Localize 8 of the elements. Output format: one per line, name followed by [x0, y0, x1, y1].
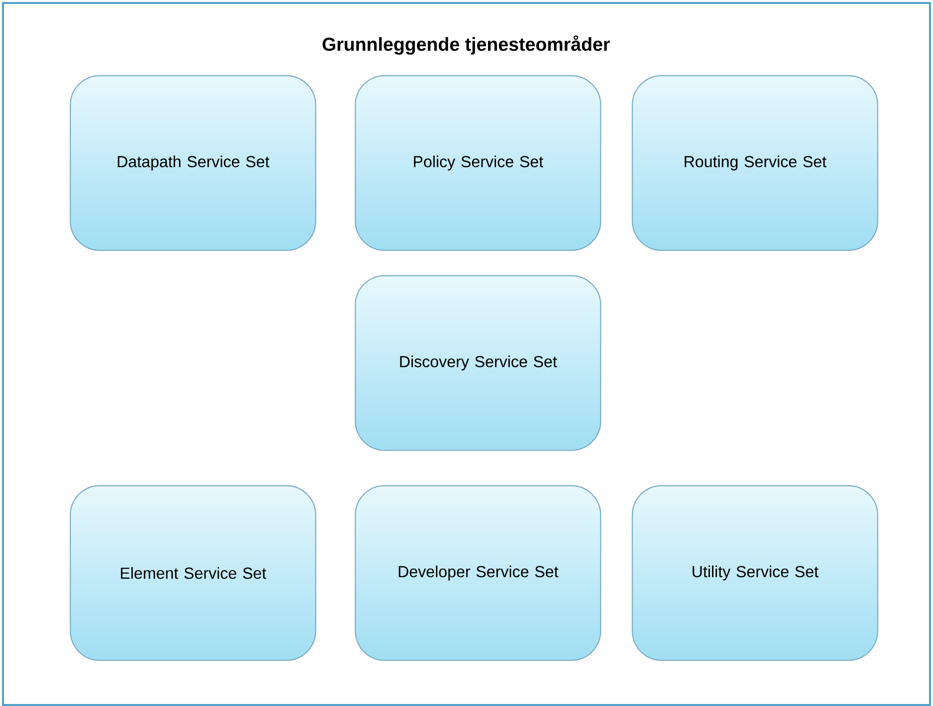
- service-box: Element Service Set: [70, 485, 316, 661]
- service-box: Discovery Service Set: [354, 275, 602, 451]
- service-box: Utility Service Set: [632, 485, 878, 661]
- service-box: Policy Service Set: [354, 75, 602, 251]
- service-box: Developer Service Set: [354, 485, 602, 661]
- service-box: Routing Service Set: [632, 75, 878, 251]
- service-box: Datapath Service Set: [70, 75, 316, 251]
- title: Grunnleggende tjenesteområder: [322, 35, 610, 55]
